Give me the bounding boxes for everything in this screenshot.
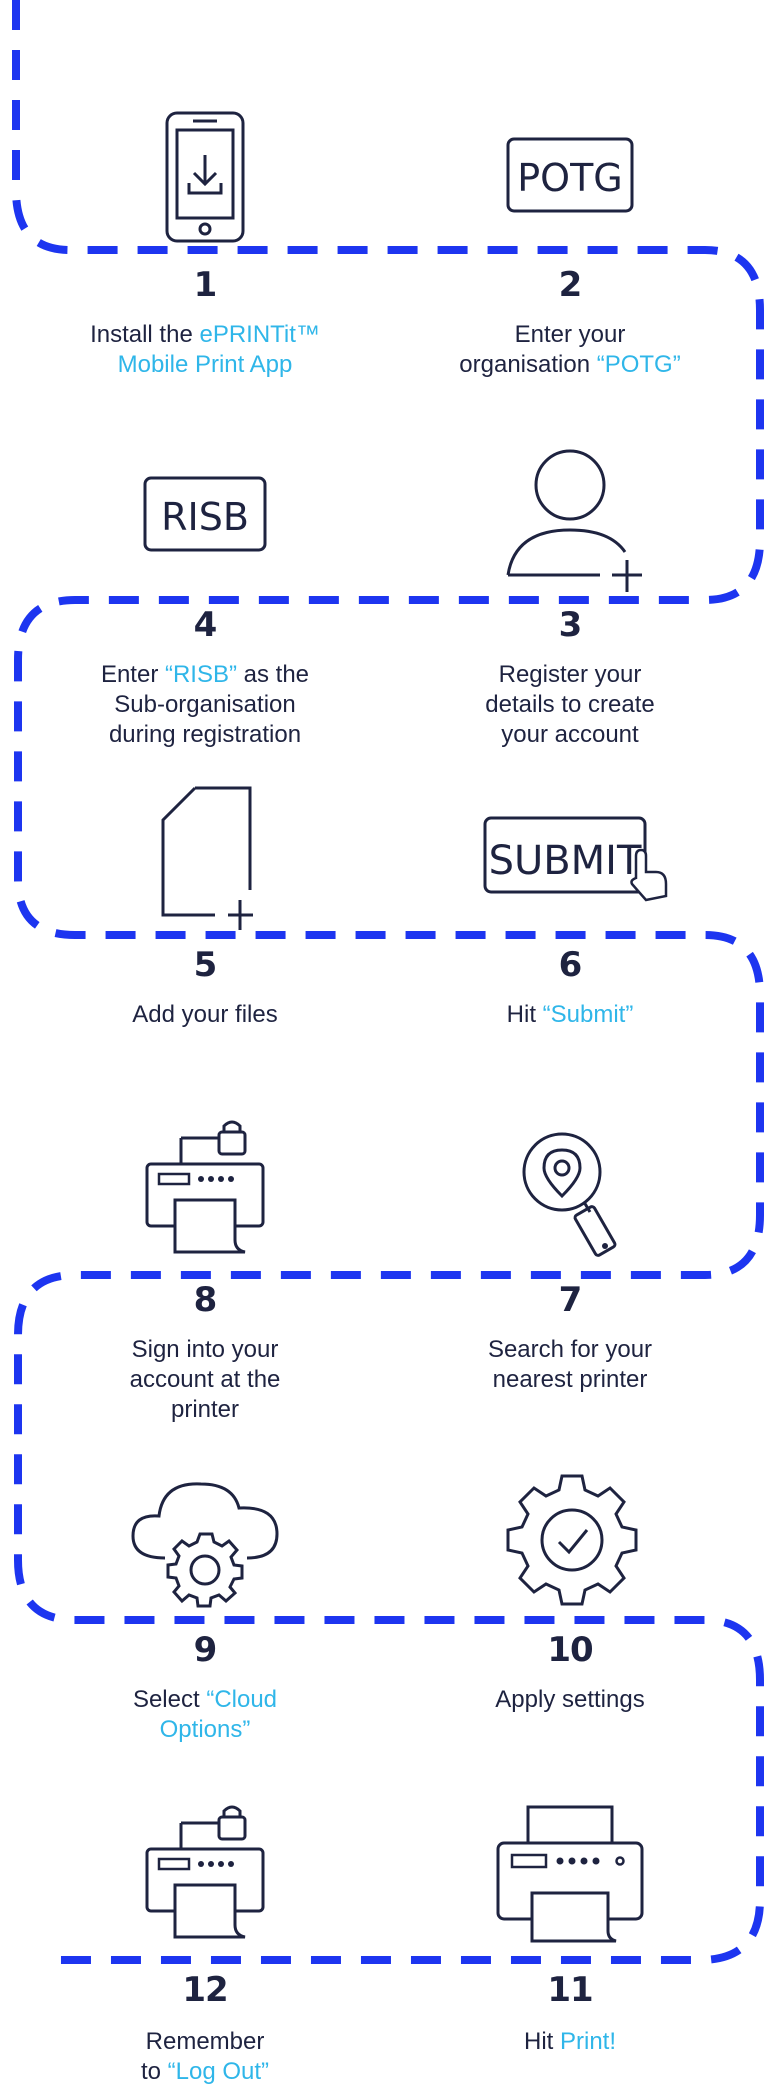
- step-caption: Remember to “Log Out”: [140, 2028, 270, 2085]
- step-1: 1 Install the ePRINTit™ Mobile Print App: [55, 105, 355, 395]
- step-caption: Select “Cloud Options”: [132, 1686, 278, 1743]
- step-7: 7 Search for your nearest printer: [420, 1120, 720, 1450]
- step-number: 11: [547, 1970, 593, 2010]
- step-number: 2: [558, 265, 583, 305]
- step-2: POTG 2 Enter your organisation “POTG”: [420, 105, 720, 395]
- phone-download-icon: [165, 111, 245, 243]
- add-user-icon: [506, 449, 642, 592]
- step-caption: Search for your nearest printer: [487, 1336, 653, 1393]
- step-12: 12 Remember to “Log Out”: [55, 1805, 355, 2095]
- step-5: 5 Add your files: [55, 780, 355, 1060]
- step-number: 8: [193, 1280, 218, 1320]
- step-caption: Hit “Submit”: [506, 1001, 634, 1028]
- step-6: SUBMIT 6 Hit “Submit”: [420, 780, 720, 1060]
- step-caption: Add your files: [132, 1001, 278, 1028]
- step-caption: Sign into your account at the printer: [129, 1336, 281, 1423]
- step-caption: Enter your organisation “POTG”: [459, 321, 681, 378]
- step-number: 7: [558, 1280, 583, 1320]
- cloud-gear-icon: [131, 1482, 279, 1608]
- step-caption: Install the ePRINTit™ Mobile Print App: [90, 321, 320, 378]
- locked-printer-icon: [145, 1120, 265, 1254]
- risb-box-text: RISB: [161, 495, 249, 539]
- step-10: 10 Apply settings: [420, 1470, 720, 1760]
- search-location-icon: [522, 1132, 617, 1257]
- step-number: 6: [558, 945, 583, 985]
- step-number: 1: [193, 265, 218, 305]
- step-caption: Apply settings: [495, 1686, 645, 1713]
- step-11: 11 Hit Print!: [420, 1805, 720, 2095]
- risb-box-icon: RISB: [143, 476, 267, 552]
- locked-printer-icon: [145, 1805, 265, 1939]
- step-3: 3 Register your details to create your a…: [420, 440, 720, 760]
- step-number: 4: [193, 605, 218, 645]
- step-4: RISB 4 Enter “RISB” as the Sub-organisat…: [55, 440, 355, 760]
- step-caption: Hit Print!: [523, 2028, 616, 2055]
- step-number: 3: [558, 605, 583, 645]
- submit-button-icon: SUBMIT: [483, 816, 668, 902]
- step-number: 5: [193, 945, 218, 985]
- step-number: 9: [193, 1630, 218, 1670]
- step-caption: Enter “RISB” as the Sub-organisation dur…: [100, 661, 310, 748]
- step-caption: Register your details to create your acc…: [485, 661, 655, 748]
- add-file-icon: [161, 786, 253, 930]
- gear-check-icon: [506, 1474, 638, 1606]
- step-9: 9 Select “Cloud Options”: [55, 1470, 355, 1760]
- submit-box-text: SUBMIT: [489, 838, 642, 884]
- potg-box-icon: POTG: [506, 137, 634, 213]
- step-number: 10: [547, 1630, 593, 1670]
- step-number: 12: [182, 1970, 228, 2010]
- printer-icon: [496, 1805, 644, 1943]
- potg-box-text: POTG: [517, 156, 622, 200]
- step-8: 8 Sign into your account at the printer: [55, 1120, 355, 1450]
